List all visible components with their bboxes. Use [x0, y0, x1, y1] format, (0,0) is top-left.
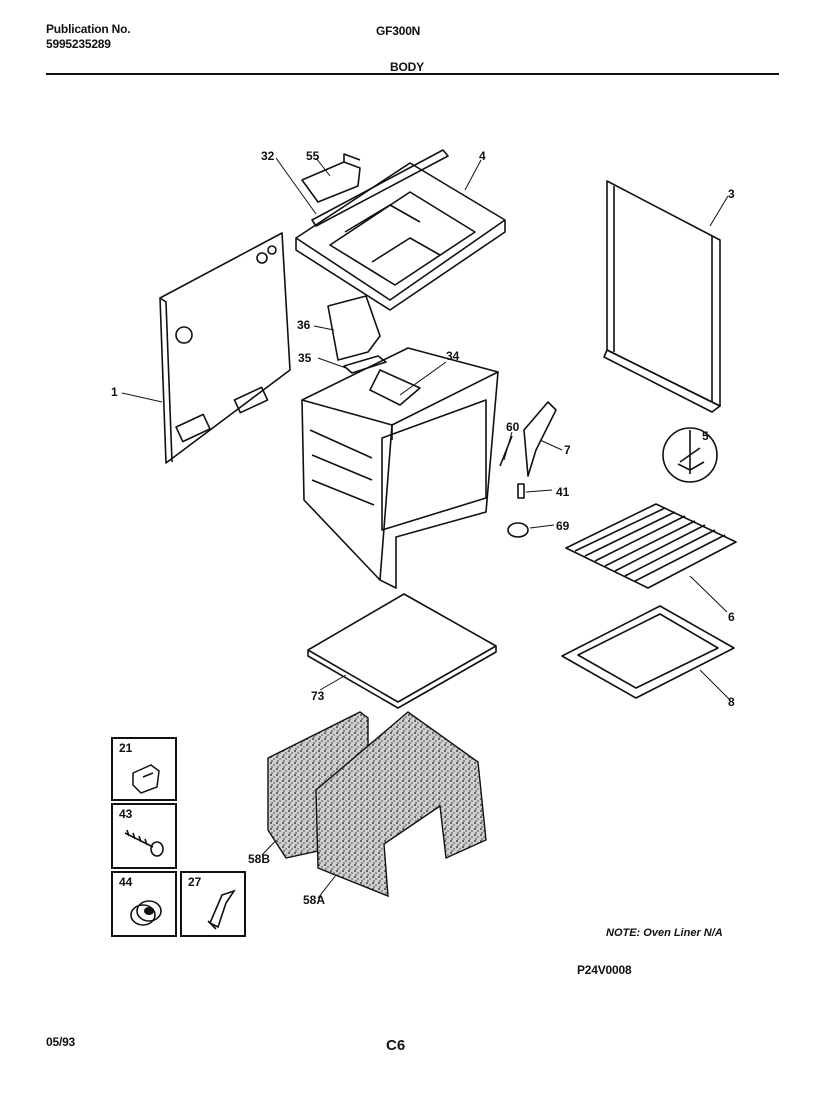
bushing-icon: [130, 900, 162, 926]
inset-box-44: 44: [111, 871, 177, 937]
inset-box-21: 21: [111, 737, 177, 801]
callout-73: 73: [311, 689, 325, 703]
flue-plate: [343, 355, 387, 374]
back-panel: [159, 232, 291, 464]
callout-5: 5: [702, 429, 709, 443]
callout-69: 69: [556, 519, 570, 533]
igniter: [523, 401, 557, 477]
publication-number: 5995235289: [46, 37, 111, 51]
publication-label: Publication No.: [46, 22, 131, 36]
oven-liner-note: NOTE: Oven Liner N/A: [606, 927, 723, 939]
oven-bottom: [307, 593, 497, 709]
callout-8: 8: [728, 695, 735, 709]
oven-body: [301, 347, 499, 589]
top-front-strip: [311, 149, 449, 227]
page-number: C6: [386, 1037, 406, 1054]
callout-6: 6: [728, 610, 735, 624]
callout-58b: 58B: [248, 852, 271, 866]
top-burner-box: [295, 162, 506, 311]
revision-date: 05/93: [46, 1035, 76, 1049]
inset-label-43: 43: [119, 807, 133, 821]
diagram-code: P24V0008: [577, 963, 632, 977]
inset-box-27: 27: [180, 871, 246, 937]
callout-3: 3: [728, 187, 735, 201]
inset-label-21: 21: [119, 741, 133, 755]
plug-button: [507, 522, 529, 538]
callout-34: 34: [446, 349, 460, 363]
side-panel: [603, 180, 721, 413]
callout-58a: 58A: [303, 893, 326, 907]
callout-1: 1: [111, 385, 118, 399]
callout-35: 35: [298, 351, 312, 365]
model-number: GF300N: [376, 24, 421, 38]
callout-4: 4: [479, 149, 486, 163]
screw-icon: [124, 829, 164, 857]
callout-60: 60: [506, 420, 520, 434]
oven-rack: [565, 503, 737, 589]
vent-bracket: [301, 153, 361, 203]
section-title: BODY: [390, 60, 424, 74]
clip-part: [517, 483, 525, 499]
leveling-leg-circle: [662, 427, 718, 483]
header-rule: [46, 73, 779, 75]
insulation-blankets: [267, 711, 487, 898]
callout-36: 36: [297, 318, 311, 332]
callout-41: 41: [556, 485, 570, 499]
flue-duct: [327, 295, 381, 361]
callout-7: 7: [564, 443, 571, 457]
broiler-pan: [561, 605, 735, 699]
bracket-icon: [207, 889, 236, 930]
insulation-58a: [315, 711, 487, 898]
inset-box-43: 43: [111, 803, 177, 869]
callout-32: 32: [261, 149, 275, 163]
inset-label-27: 27: [188, 875, 202, 889]
clip-icon: [132, 764, 160, 794]
inset-label-44: 44: [119, 875, 133, 889]
callout-55: 55: [306, 149, 320, 163]
valve-rod: [499, 435, 513, 467]
